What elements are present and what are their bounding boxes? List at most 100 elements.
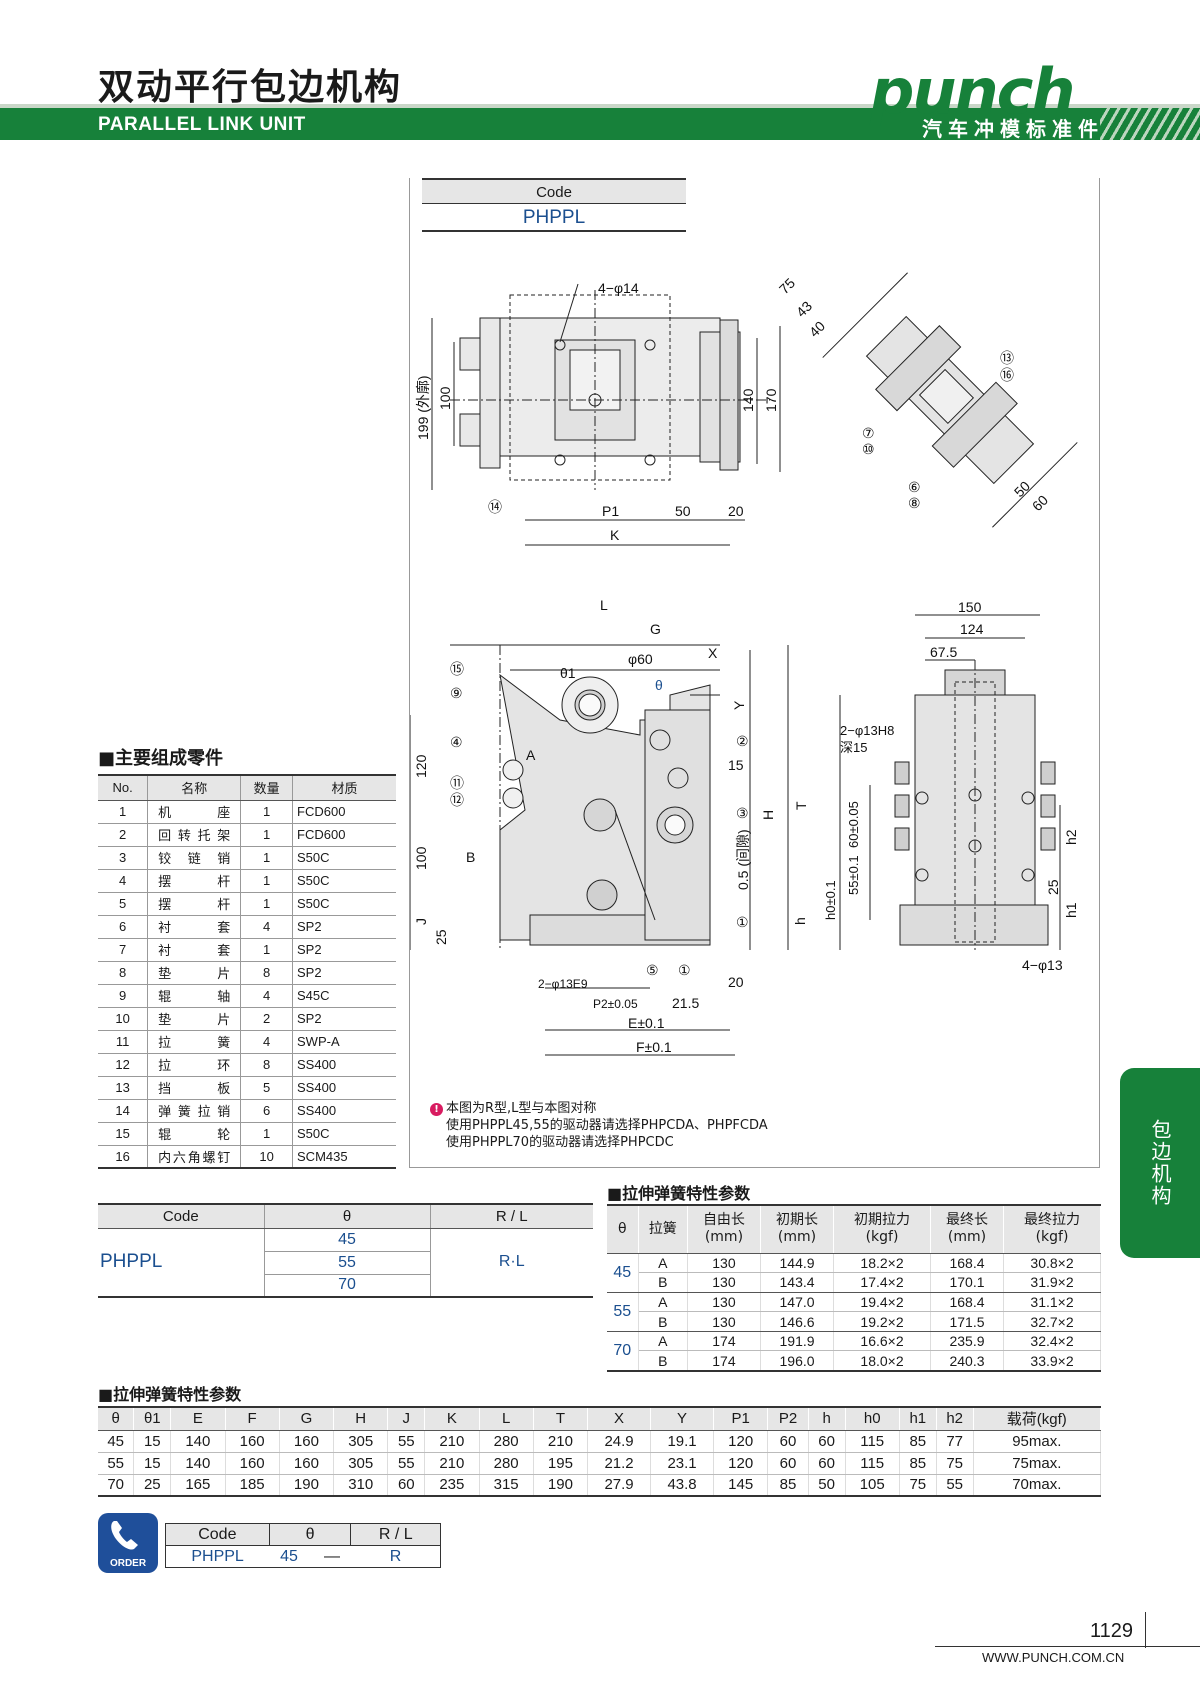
- dims-header-6: J: [387, 1406, 426, 1431]
- dim-H: H: [760, 810, 776, 820]
- dims-header-14: h: [808, 1406, 846, 1431]
- spring-cell: B: [638, 1311, 688, 1332]
- spring-cell: A: [638, 1331, 688, 1352]
- spring-header-line: (mm): [947, 1229, 987, 1246]
- dims-header-8: L: [479, 1406, 534, 1431]
- ct-theta-45: 45: [264, 1228, 430, 1252]
- parts-cell: 4: [240, 915, 294, 939]
- dims-cell: 75max.: [973, 1452, 1102, 1475]
- spring-cell: 144.9: [760, 1253, 835, 1274]
- dims-cell: 105: [845, 1474, 900, 1497]
- code-box: Code PHPPL: [422, 178, 686, 232]
- callout-5: ⑤: [646, 962, 659, 978]
- spring-cell: 30.8×2: [1003, 1253, 1101, 1274]
- spring-header-line: (mm): [704, 1229, 744, 1246]
- spring-cell: A: [638, 1253, 688, 1274]
- dims-cell: 15: [133, 1452, 172, 1475]
- spring-cell: 16.6×2: [833, 1331, 931, 1352]
- parts-cell: 6: [98, 915, 149, 939]
- dims-cell: 77: [936, 1430, 974, 1453]
- dims-cell: 55: [936, 1474, 974, 1497]
- dims-cell: 60: [767, 1452, 809, 1475]
- parts-cell: 4: [240, 1030, 294, 1054]
- dims-cell: 70max.: [973, 1474, 1102, 1497]
- spring-cell: 19.2×2: [833, 1311, 931, 1332]
- spring-cell: 168.4: [930, 1292, 1005, 1313]
- callout-4: ④: [450, 734, 463, 750]
- iso-dim-43: 43: [793, 298, 815, 320]
- dim-holes-13: 4−φ13: [1022, 957, 1063, 973]
- parts-cell: 2: [98, 823, 149, 847]
- dims-cell: 115: [845, 1430, 900, 1453]
- spring-cell: 147.0: [760, 1292, 835, 1313]
- code-box-value: PHPPL: [422, 204, 686, 232]
- parts-cell: 5: [98, 892, 149, 916]
- spring-header-line: 最终长: [946, 1212, 989, 1229]
- spring-cell: 31.1×2: [1003, 1292, 1101, 1313]
- warning-icon: !: [430, 1103, 443, 1116]
- dims-cell: 55: [387, 1452, 426, 1475]
- spring-header-3: 初期长(mm): [760, 1204, 835, 1254]
- page-number-rule: [1145, 1612, 1146, 1648]
- ct-code: PHPPL: [98, 1228, 265, 1298]
- side-view: [410, 644, 789, 1056]
- spring-header-line: 初期长: [776, 1212, 819, 1229]
- parts-cell: 7: [98, 938, 149, 962]
- dims-cell: 210: [533, 1430, 589, 1453]
- label-B: B: [466, 849, 475, 865]
- spring-header-line: 初期拉力: [854, 1212, 911, 1229]
- dim-theta1: θ1: [560, 665, 576, 681]
- ct-header-rl: R / L: [430, 1203, 593, 1229]
- parts-cell: S50C: [292, 1122, 396, 1146]
- spring-cell: 130: [687, 1272, 761, 1293]
- spring-cell: 196.0: [760, 1350, 835, 1372]
- parts-cell: 1: [98, 800, 149, 824]
- dims-cell: 190: [279, 1474, 335, 1497]
- ct-header-theta: θ: [264, 1203, 431, 1229]
- dims-cell: 70: [98, 1474, 135, 1497]
- dim-20: 20: [728, 503, 744, 519]
- parts-cell: 弹簧拉销: [147, 1099, 242, 1123]
- dim-15: 15: [728, 757, 744, 773]
- side-tab[interactable]: 包边机构: [1120, 1068, 1200, 1258]
- dims-cell: 235: [424, 1474, 480, 1497]
- dims-header-17: h2: [936, 1406, 974, 1431]
- callout-10: ⑩: [862, 441, 875, 457]
- dims-cell: 280: [479, 1452, 534, 1475]
- parts-cell: SP2: [292, 1007, 396, 1031]
- spring-cell: 191.9: [760, 1331, 835, 1352]
- dims-cell: 85: [899, 1430, 937, 1453]
- spring-cell: 31.9×2: [1003, 1272, 1101, 1293]
- parts-cell: 10: [98, 1007, 149, 1031]
- spring-header-line: (kgf): [865, 1229, 899, 1246]
- page-subtitle: PARALLEL LINK UNIT: [98, 114, 306, 135]
- parts-cell: 机座: [147, 800, 242, 824]
- order-theta: 45—: [269, 1546, 351, 1568]
- note: !本图为R型,L型与本图对称 使用PHPPL45,55的驱动器请选择PHPCDA…: [430, 1100, 768, 1151]
- spring-cell: 143.4: [760, 1272, 835, 1293]
- spring-title: ■拉伸弹簧特性参数: [607, 1184, 751, 1203]
- dim-X: X: [708, 645, 718, 661]
- spring-cell: 174: [687, 1331, 761, 1352]
- order-rl: R: [389, 1547, 402, 1565]
- spring-cell: 32.4×2: [1003, 1331, 1101, 1352]
- spring-theta: 45: [607, 1253, 639, 1293]
- dims-header-9: T: [533, 1406, 589, 1431]
- parts-cell: SWP-A: [292, 1030, 396, 1054]
- top-view: [431, 283, 781, 546]
- dims-cell: 15: [133, 1430, 172, 1453]
- parts-cell: 13: [98, 1076, 149, 1100]
- dim-170: 170: [763, 388, 779, 412]
- dims-cell: 60: [808, 1452, 846, 1475]
- footer-url: WWW.PUNCH.COM.CN: [982, 1650, 1125, 1665]
